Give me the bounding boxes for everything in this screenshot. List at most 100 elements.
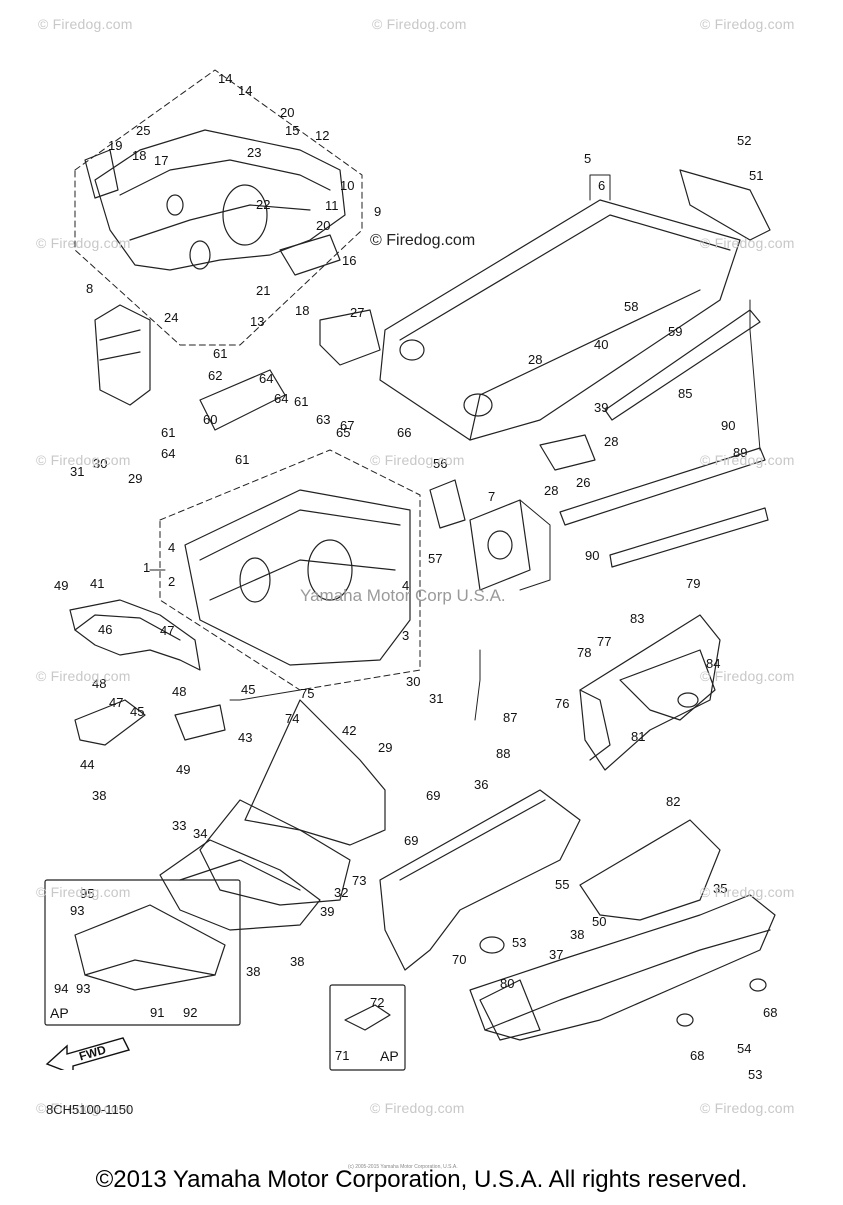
label-14: 14 <box>218 71 232 86</box>
label-43: 43 <box>238 730 252 745</box>
watermark-yamaha-overlay: Yamaha Motor Corp U.S.A. <box>300 586 506 605</box>
label-3: 3 <box>402 628 409 643</box>
label-29b: 29 <box>378 740 392 755</box>
label-53: 53 <box>512 935 526 950</box>
label-6: 6 <box>598 178 605 193</box>
label-83: 83 <box>630 611 644 626</box>
label-25: 25 <box>136 123 150 138</box>
label-85: 85 <box>678 386 692 401</box>
label-19: 19 <box>108 138 122 153</box>
label-38c: 38 <box>290 954 304 969</box>
label-31b: 31 <box>429 691 443 706</box>
ap-label: AP <box>380 1048 399 1064</box>
label-87: 87 <box>503 710 517 725</box>
label-51: 51 <box>749 168 763 183</box>
label-64: 64 <box>259 371 273 386</box>
label-48: 48 <box>92 676 106 691</box>
label-39b: 39 <box>594 400 608 415</box>
watermark-firedog: © Firedog.com <box>700 668 795 684</box>
label-91: 91 <box>150 1005 164 1020</box>
label-44: 44 <box>80 757 94 772</box>
label-92: 92 <box>183 1005 197 1020</box>
watermark-firedog: © Firedog.com <box>372 16 467 32</box>
label-79: 79 <box>686 576 700 591</box>
label-74: 74 <box>285 711 299 726</box>
label-69b: 69 <box>404 833 418 848</box>
watermark-center: © Firedog.com <box>368 232 478 250</box>
label-7: 7 <box>488 489 495 504</box>
label-48b: 48 <box>172 684 186 699</box>
label-59: 59 <box>668 324 682 339</box>
label-30: 30 <box>93 456 107 471</box>
ap-box-center <box>329 984 406 1071</box>
watermark-firedog: © Firedog.com <box>700 1100 795 1116</box>
watermark-firedog: © Firedog.com <box>700 235 795 251</box>
label-41: 41 <box>90 576 104 591</box>
label-90b: 90 <box>585 548 599 563</box>
label-32: 32 <box>334 885 348 900</box>
label-21: 21 <box>256 283 270 298</box>
label-68b: 68 <box>690 1048 704 1063</box>
label-39: 39 <box>320 904 334 919</box>
tiny-credit: (c) 2005-2015 Yamaha Motor Corporation, … <box>348 1164 458 1170</box>
cowling-34 <box>159 839 321 931</box>
label-14b: 14 <box>238 83 252 98</box>
label-16: 16 <box>342 253 356 268</box>
label-57: 57 <box>428 551 442 566</box>
label-12: 12 <box>315 128 329 143</box>
label-75: 75 <box>300 686 314 701</box>
watermark-firedog: © Firedog.com <box>370 1100 465 1116</box>
part-code: 8CH5100-1150 <box>46 1102 134 1117</box>
label-62: 62 <box>208 368 222 383</box>
label-47b: 47 <box>109 695 123 710</box>
bumper-41 <box>69 599 201 671</box>
watermark-firedog: © Firedog.com <box>36 452 131 468</box>
main-frame-5 <box>379 199 741 441</box>
label-9: 9 <box>374 204 381 219</box>
label-73: 73 <box>352 873 366 888</box>
label-93: 93 <box>70 903 84 918</box>
label-66: 66 <box>397 425 411 440</box>
label-4b: 4 <box>402 578 409 593</box>
label-17: 17 <box>154 153 168 168</box>
watermark-firedog: © Firedog.com <box>700 16 795 32</box>
pan-82 <box>579 819 721 921</box>
label-36: 36 <box>474 777 488 792</box>
label-67: 67 <box>340 418 354 433</box>
label-33: 33 <box>172 818 186 833</box>
label-26: 26 <box>576 475 590 490</box>
label-61b: 61 <box>294 394 308 409</box>
label-50: 50 <box>592 914 606 929</box>
label-64b: 64 <box>274 391 288 406</box>
watermark-firedog: © Firedog.com <box>370 452 465 468</box>
label-70: 70 <box>452 952 466 967</box>
label-27: 27 <box>350 305 364 320</box>
front-frame-assembly <box>184 489 411 666</box>
label-20: 20 <box>280 105 294 120</box>
label-89: 89 <box>733 445 747 460</box>
label-45b: 45 <box>241 682 255 697</box>
shield-79 <box>579 614 721 771</box>
label-47: 47 <box>160 623 174 638</box>
label-15: 15 <box>285 123 299 138</box>
label-40: 40 <box>594 337 608 352</box>
label-31: 31 <box>70 464 84 479</box>
label-81: 81 <box>631 729 645 744</box>
label-37: 37 <box>549 947 563 962</box>
label-18: 18 <box>132 148 146 163</box>
footer-copyright: ©2013 Yamaha Motor Corporation, U.S.A. A… <box>95 1166 748 1193</box>
label-55: 55 <box>555 877 569 892</box>
label-93b: 93 <box>76 981 90 996</box>
label-54: 54 <box>737 1041 751 1056</box>
label-10: 10 <box>340 178 354 193</box>
label-95: 95 <box>80 886 94 901</box>
pan-36 <box>379 789 581 971</box>
label-13: 13 <box>250 314 264 329</box>
pan-35 <box>469 894 776 1041</box>
label-24: 24 <box>164 310 178 325</box>
label-34: 34 <box>193 826 207 841</box>
label-76: 76 <box>555 696 569 711</box>
group-outline-top-left <box>74 69 363 346</box>
